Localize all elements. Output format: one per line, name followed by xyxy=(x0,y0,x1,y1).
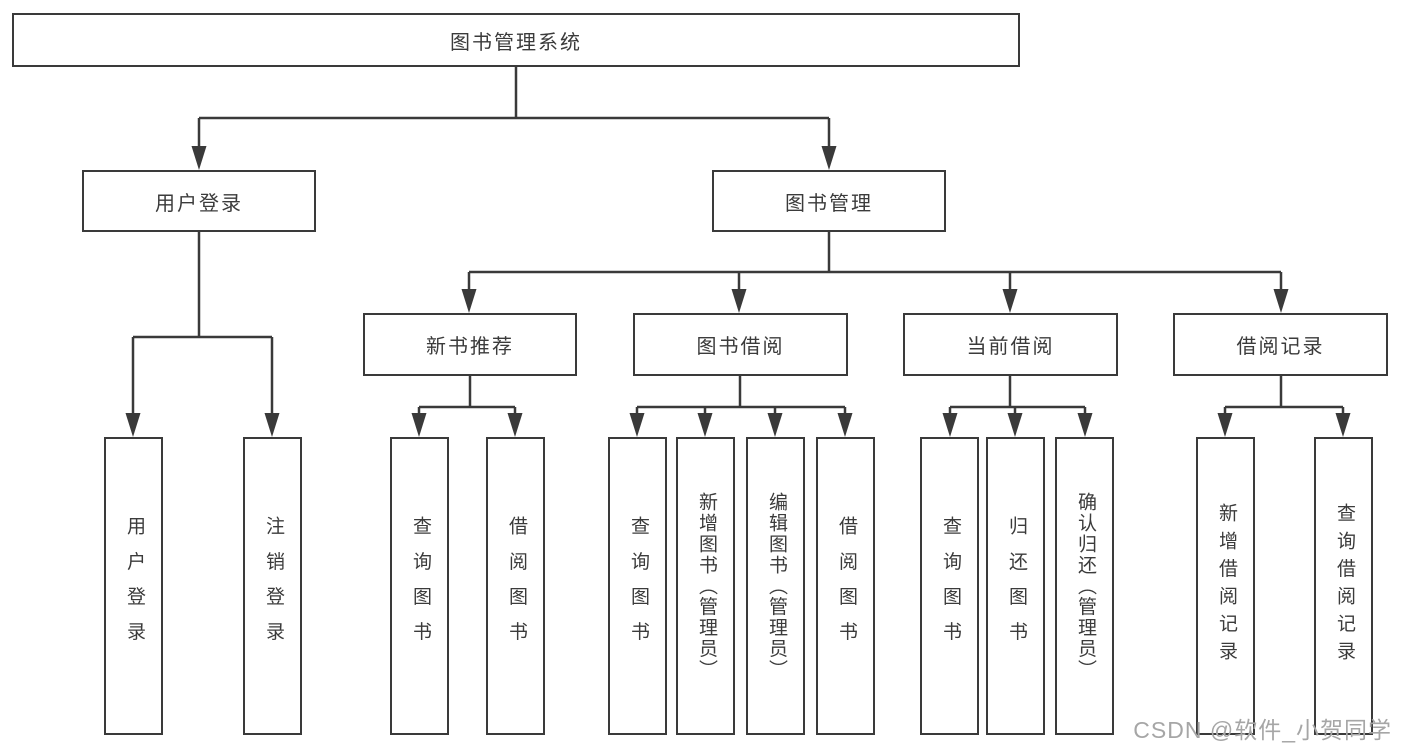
leaf-recommend-query-books: 查询图书 xyxy=(390,437,449,735)
leaf-add-books-admin: 新增图书（管理员） xyxy=(676,437,735,735)
leaf-recommend-query-books-label: 查询图书 xyxy=(409,515,431,657)
leaf-return-books: 归还图书 xyxy=(986,437,1045,735)
node-user-login: 用户登录 xyxy=(82,170,316,232)
node-current-borrow: 当前借阅 xyxy=(903,313,1118,376)
leaf-logout-label: 注销登录 xyxy=(262,515,284,657)
leaf-query-borrow-record: 查询借阅记录 xyxy=(1314,437,1373,735)
leaf-borrow-query-books-label: 查询图书 xyxy=(627,515,649,657)
leaf-return-books-label: 归还图书 xyxy=(1005,515,1027,657)
leaf-edit-books-admin: 编辑图书（管理员） xyxy=(746,437,805,735)
node-root: 图书管理系统 xyxy=(12,13,1020,67)
node-new-book-recommend: 新书推荐 xyxy=(363,313,577,376)
node-book-borrow: 图书借阅 xyxy=(633,313,848,376)
leaf-query-borrow-record-label: 查询借阅记录 xyxy=(1333,503,1355,669)
leaf-add-books-admin-label: 新增图书（管理员） xyxy=(695,491,717,681)
leaf-confirm-return-admin-label: 确认归还（管理员） xyxy=(1074,491,1096,681)
leaf-add-borrow-record-label: 新增借阅记录 xyxy=(1215,503,1237,669)
leaf-user-login: 用户登录 xyxy=(104,437,163,735)
leaf-logout: 注销登录 xyxy=(243,437,302,735)
leaf-borrow-query-books: 查询图书 xyxy=(608,437,667,735)
leaf-confirm-return-admin: 确认归还（管理员） xyxy=(1055,437,1114,735)
leaf-borrow-books: 借阅图书 xyxy=(816,437,875,735)
leaf-current-query-books: 查询图书 xyxy=(920,437,979,735)
node-borrow-records: 借阅记录 xyxy=(1173,313,1388,376)
leaf-recommend-borrow-books: 借阅图书 xyxy=(486,437,545,735)
leaf-user-login-label: 用户登录 xyxy=(123,515,145,657)
leaf-current-query-books-label: 查询图书 xyxy=(939,515,961,657)
leaf-add-borrow-record: 新增借阅记录 xyxy=(1196,437,1255,735)
leaf-recommend-borrow-books-label: 借阅图书 xyxy=(505,515,527,657)
leaf-borrow-books-label: 借阅图书 xyxy=(835,515,857,657)
csdn-watermark: CSDN @软件_小贺同学 xyxy=(1133,717,1392,743)
leaf-edit-books-admin-label: 编辑图书（管理员） xyxy=(765,491,787,681)
node-book-management: 图书管理 xyxy=(712,170,946,232)
